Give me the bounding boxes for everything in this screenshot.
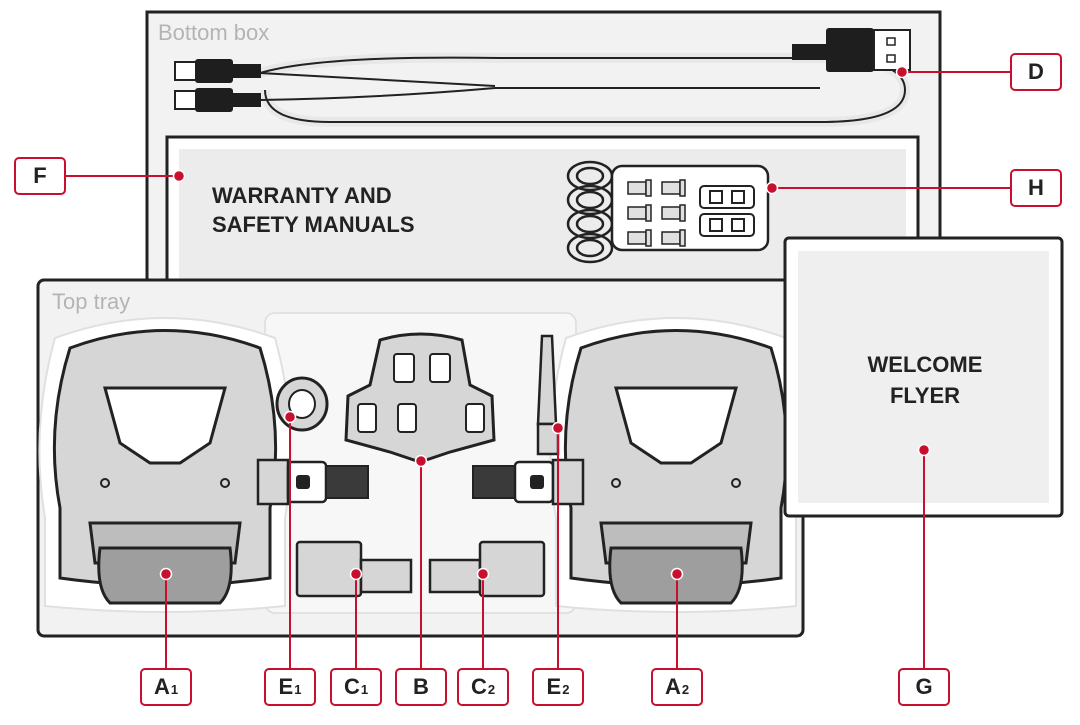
callout-h: H xyxy=(1010,169,1062,207)
flyer-label-line2: FLYER xyxy=(889,383,961,408)
manuals-label-line2: SAFETY MANUALS xyxy=(212,212,415,237)
flyer-label-line1: WELCOME xyxy=(867,352,983,377)
manuals-label: WARRANTY AND SAFETY MANUALS xyxy=(212,181,415,239)
spindle-left-icon xyxy=(256,458,369,506)
screws-washers-icon xyxy=(566,160,770,264)
leader-lines xyxy=(66,71,1010,668)
flyer-label: WELCOME FLYER xyxy=(790,349,1060,411)
pedal-tool-icon xyxy=(536,334,560,456)
callout-d: D xyxy=(1010,53,1062,91)
bottom-box-title: Bottom box xyxy=(158,20,270,45)
callout-f: F xyxy=(14,157,66,195)
usb-cable-icon xyxy=(174,28,911,127)
callout-b: B xyxy=(395,668,447,706)
pedal-left-icon xyxy=(38,317,292,613)
manuals-label-line1: WARRANTY AND xyxy=(212,183,392,208)
callout-g: G xyxy=(898,668,950,706)
spindle-right-icon xyxy=(472,458,585,506)
spacer-ring-icon xyxy=(275,376,329,432)
top-tray-title: Top tray xyxy=(52,289,131,314)
axle-cover-right-icon xyxy=(428,540,546,598)
leader-dots xyxy=(159,65,931,581)
axle-cover-left-icon xyxy=(295,540,413,598)
cleat-icon xyxy=(344,332,496,464)
